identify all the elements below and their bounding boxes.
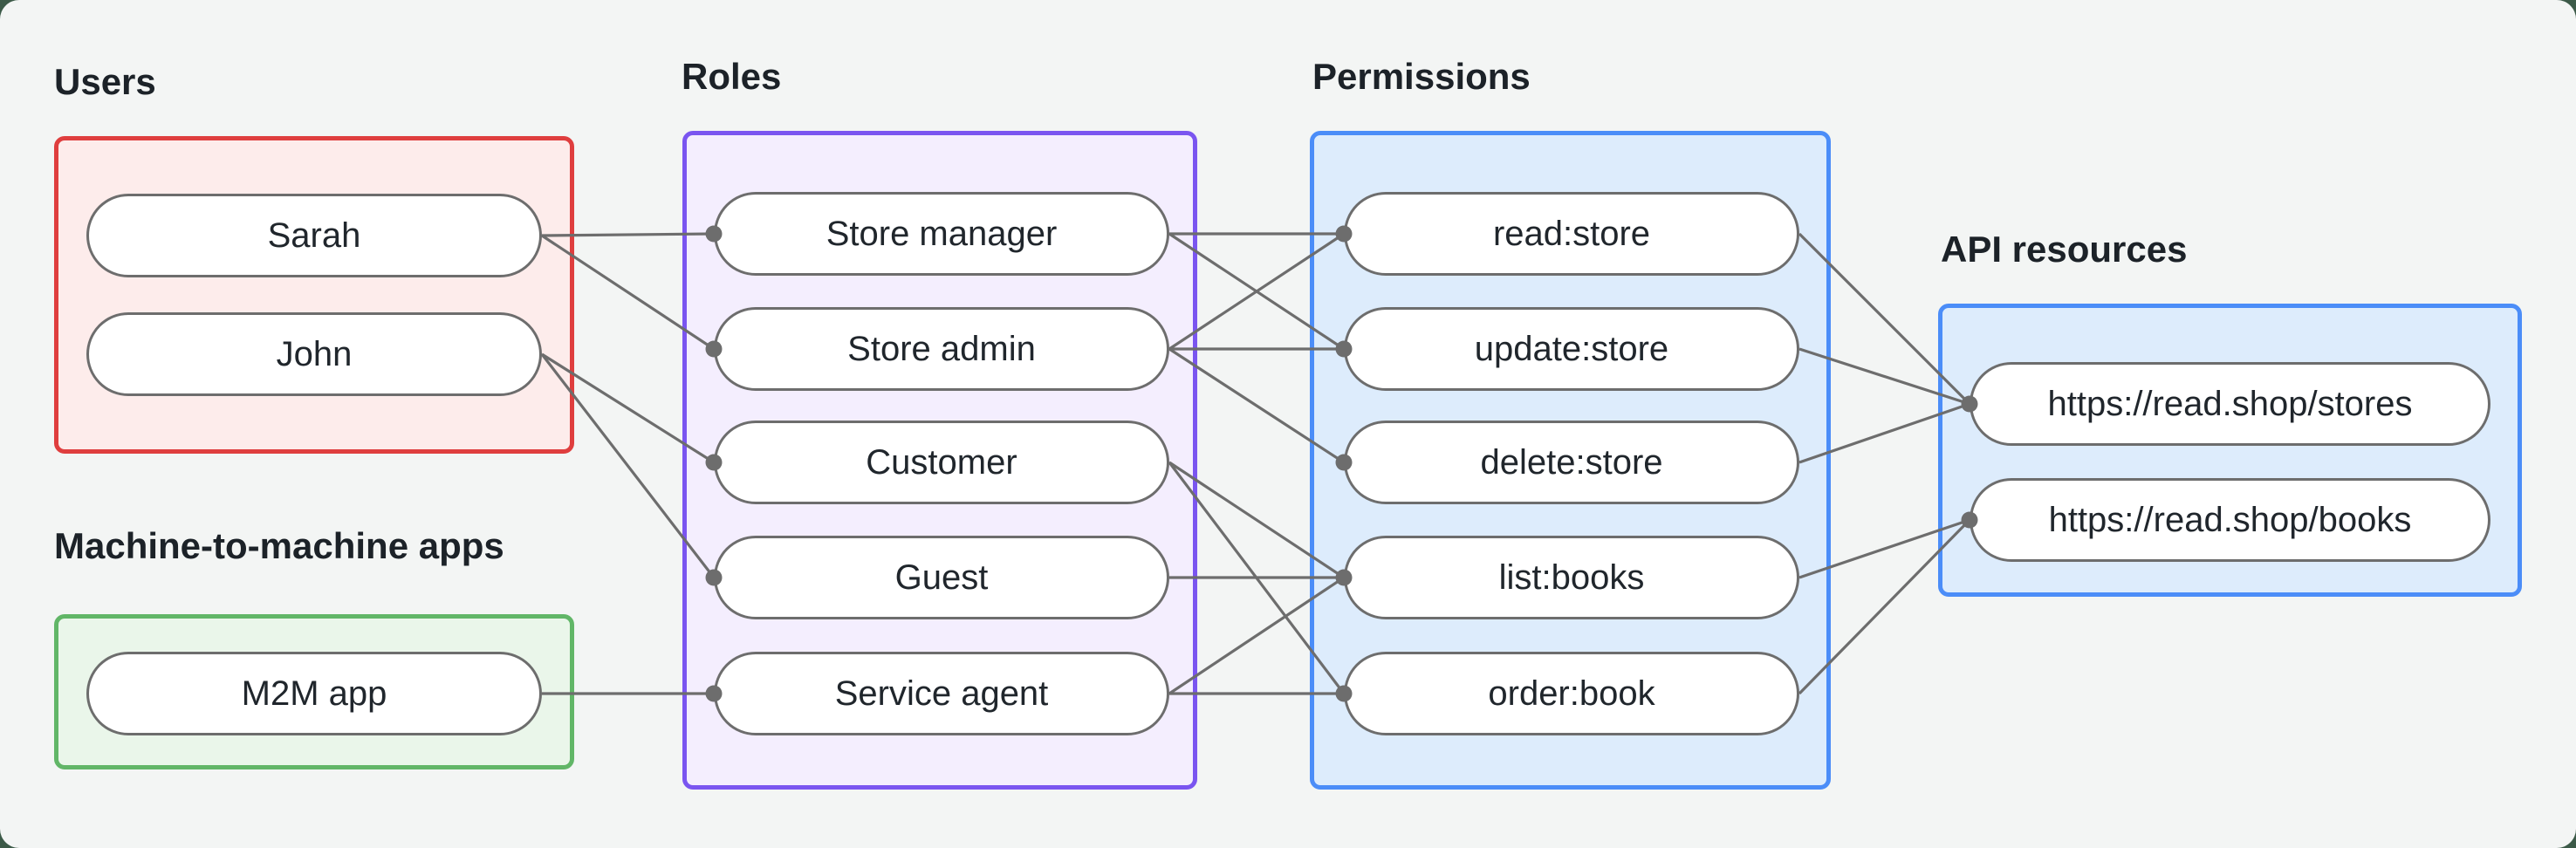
node-stores: https://read.shop/stores xyxy=(1970,362,2490,446)
node-john: John xyxy=(86,312,542,396)
node-m2m-app: M2M app xyxy=(86,652,542,735)
node-service-agent: Service agent xyxy=(714,652,1169,735)
node-store-admin: Store admin xyxy=(714,307,1169,391)
node-sarah: Sarah xyxy=(86,194,542,277)
node-guest: Guest xyxy=(714,536,1169,619)
node-read-store: read:store xyxy=(1344,192,1799,276)
group-box-users xyxy=(54,136,574,454)
node-delete-store: delete:store xyxy=(1344,421,1799,504)
node-update-store: update:store xyxy=(1344,307,1799,391)
group-label-users: Users xyxy=(54,61,156,102)
node-customer: Customer xyxy=(714,421,1169,504)
group-label-api-resources: API resources xyxy=(1941,229,2188,270)
node-store-manager: Store manager xyxy=(714,192,1169,276)
node-books: https://read.shop/books xyxy=(1970,478,2490,562)
group-label-roles: Roles xyxy=(682,56,782,97)
node-list-books: list:books xyxy=(1344,536,1799,619)
group-label-permissions: Permissions xyxy=(1312,56,1531,97)
node-order-book: order:book xyxy=(1344,652,1799,735)
group-label-m2m-apps: Machine-to-machine apps xyxy=(54,525,504,566)
